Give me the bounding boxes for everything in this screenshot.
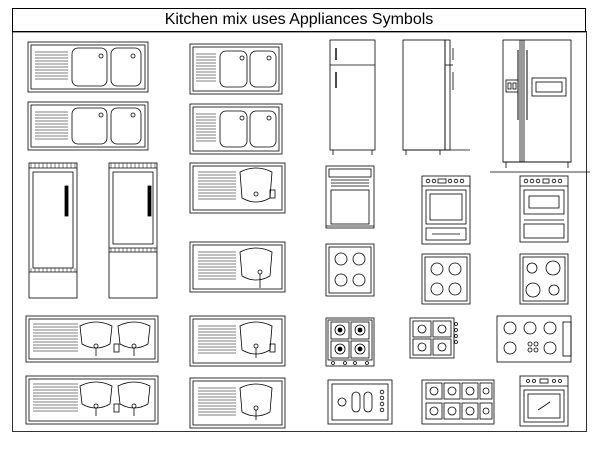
tall-refrigerator-2 — [108, 162, 158, 299]
oven-range-2 — [519, 175, 569, 243]
gas-hob-2 — [409, 317, 458, 359]
double-sink-2 — [27, 101, 149, 151]
gas-hob-4 — [421, 379, 495, 425]
page-title: Kitchen mix uses Appliances Symbols — [164, 11, 434, 28]
double-sink-3 — [25, 315, 159, 363]
top-freezer-refrigerator-side — [402, 39, 470, 155]
griddle-cooktop — [327, 379, 393, 425]
dishwasher — [325, 165, 375, 229]
single-sink-4 — [189, 377, 286, 429]
gas-hob-1 — [325, 317, 375, 367]
single-sink-3 — [189, 315, 286, 367]
top-freezer-refrigerator-front — [329, 39, 376, 155]
wall-oven — [519, 375, 569, 427]
tall-refrigerator-1 — [28, 162, 78, 299]
four-burner-cooktop-1 — [325, 243, 375, 297]
four-burner-cooktop-3 — [519, 253, 569, 305]
double-sink-4 — [25, 375, 159, 425]
sheet-border — [12, 31, 587, 432]
side-by-side-refrigerator — [490, 39, 590, 173]
title-bar: Kitchen mix uses Appliances Symbols — [12, 8, 586, 32]
single-sink-2 — [189, 241, 286, 293]
double-sink-6 — [189, 103, 283, 155]
four-burner-cooktop-2 — [421, 253, 471, 305]
oven-range-1 — [421, 175, 471, 245]
gas-hob-3 — [496, 315, 572, 363]
double-sink-5 — [189, 43, 283, 95]
single-sink-1 — [189, 162, 286, 214]
double-sink-1 — [27, 41, 149, 93]
